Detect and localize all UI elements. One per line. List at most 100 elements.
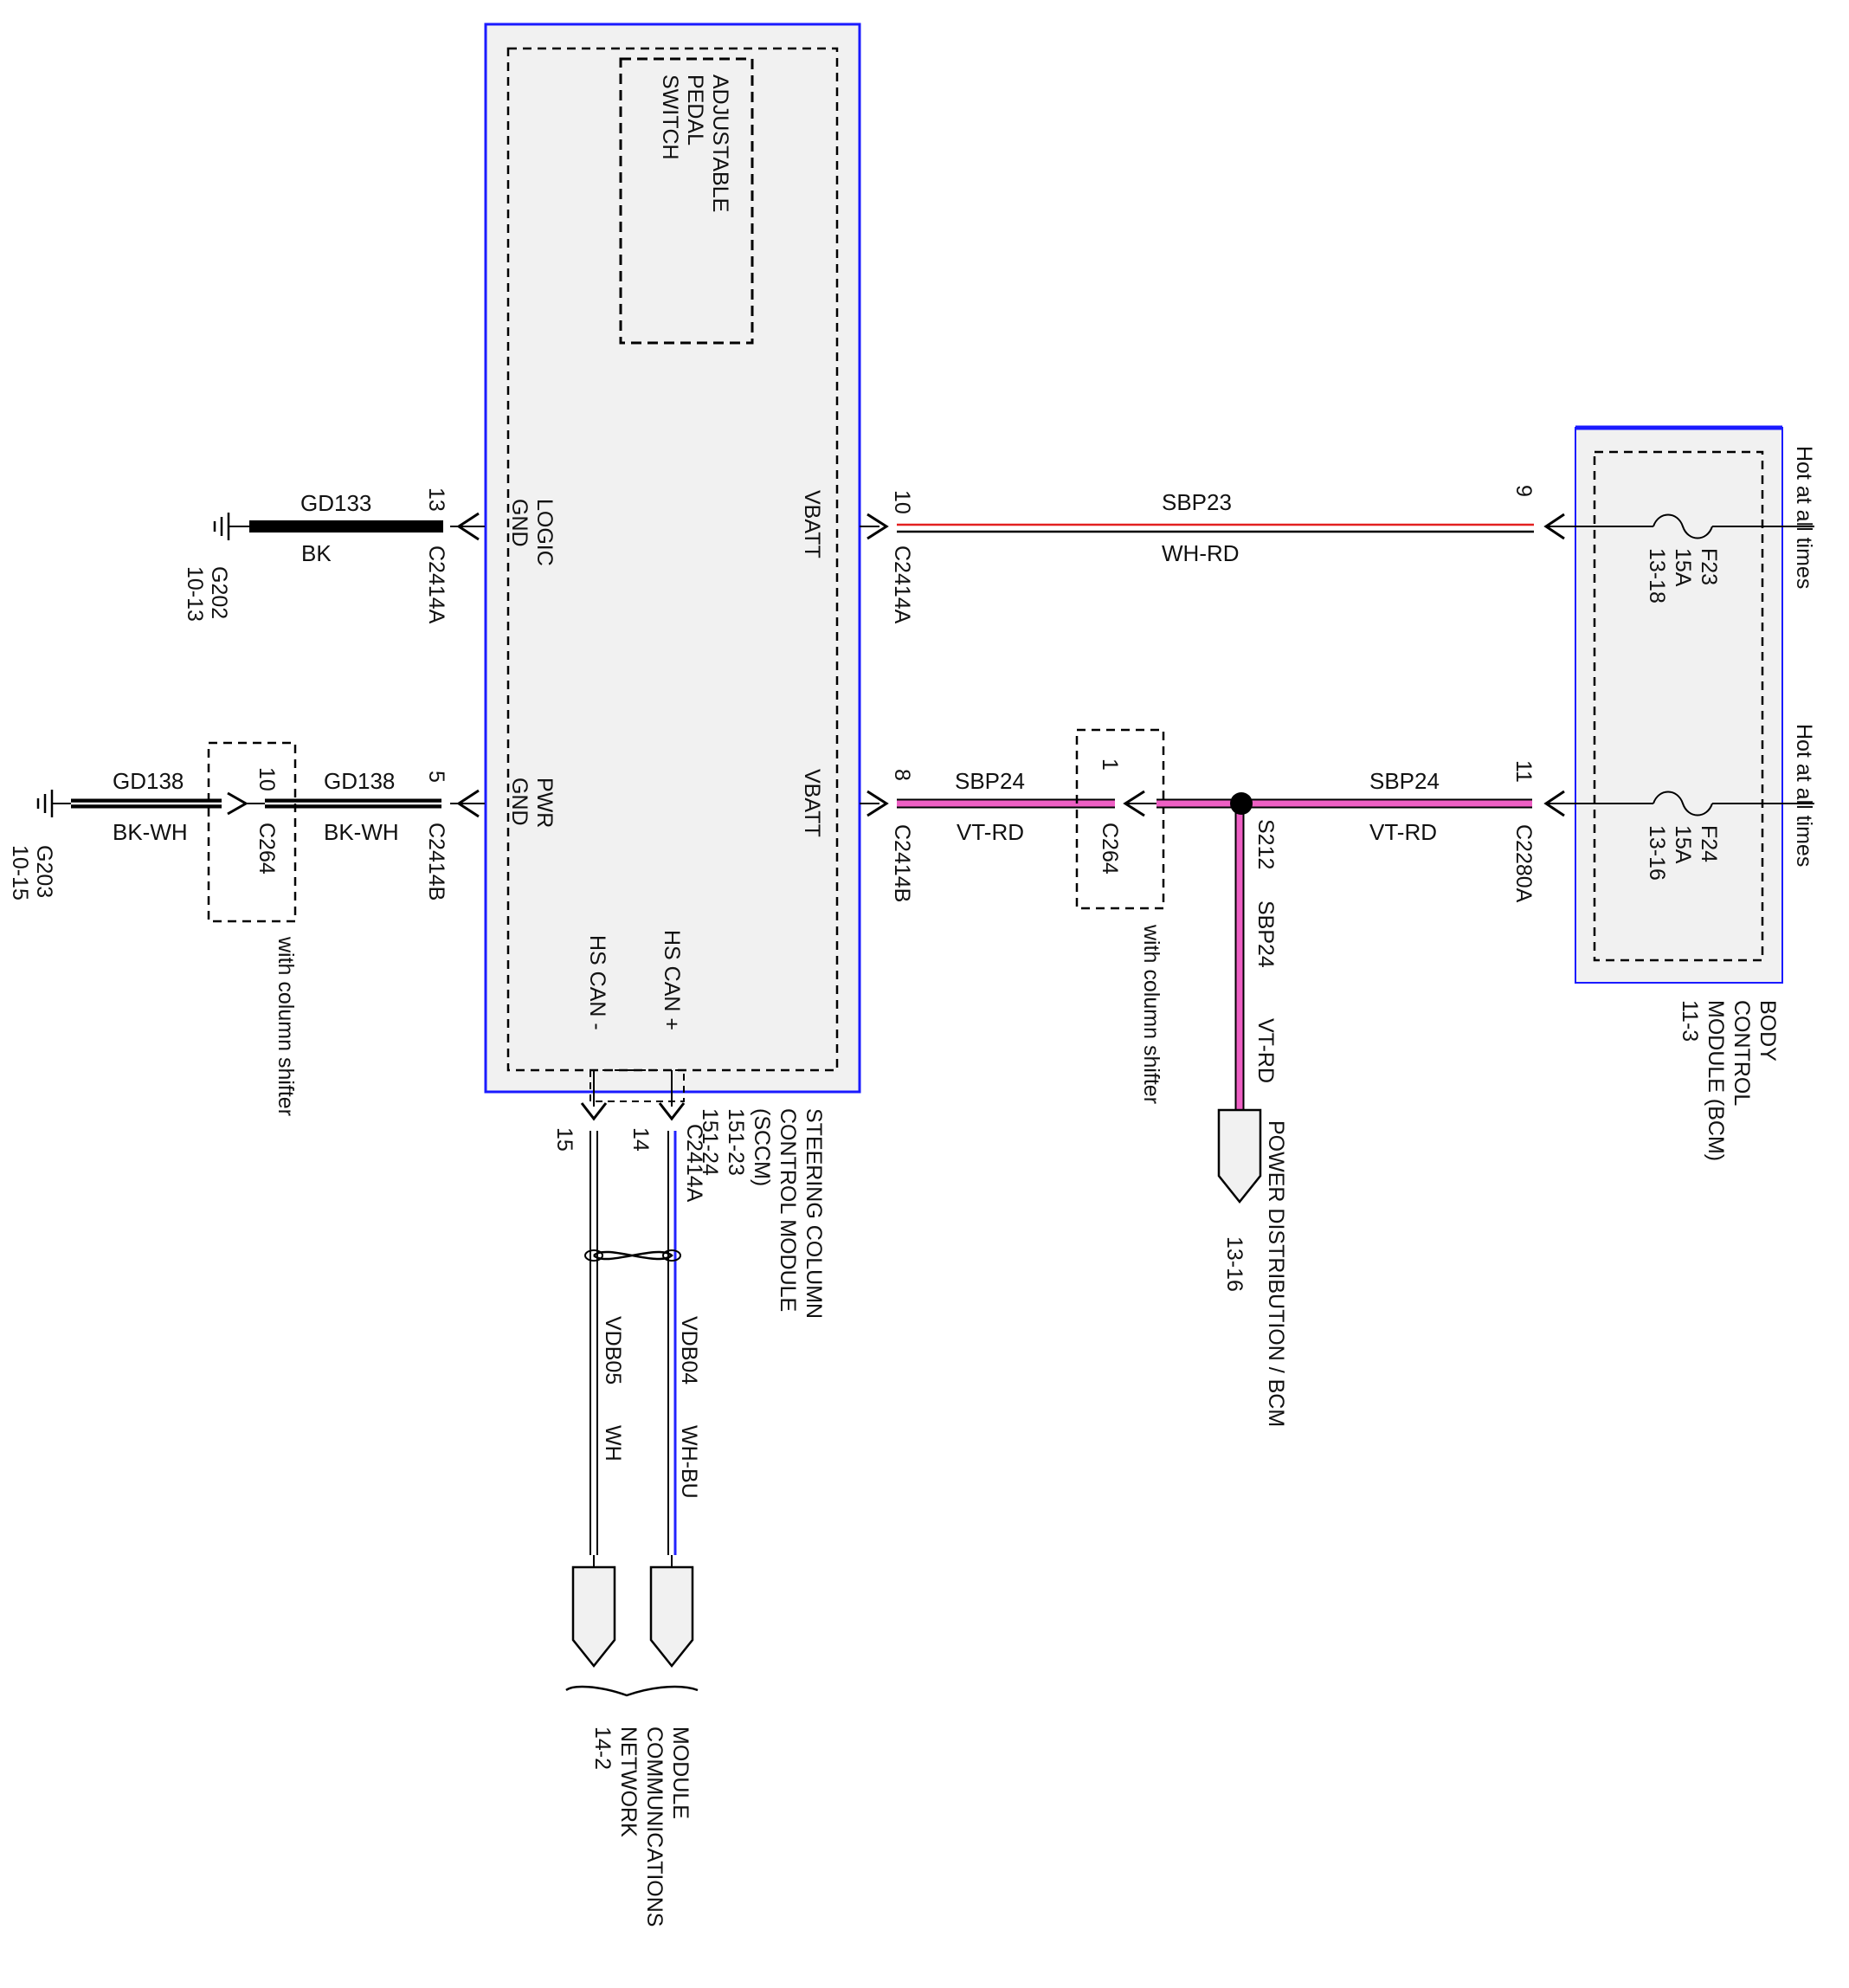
pwr-gnd-line-1: PWR (532, 778, 557, 828)
fuse-f23-line-1: F23 (1697, 548, 1721, 585)
pedal-switch-label: ADJUSTABLE PEDAL SWITCH (658, 74, 732, 212)
can-plus-pin: 14 (628, 1127, 653, 1152)
connector-arrow-icon (227, 791, 249, 816)
pwr-gnd-label: PWR GND (507, 778, 557, 828)
bcm-name-line-2: CONTROL (1730, 1000, 1754, 1106)
g202-name: G202 (207, 566, 231, 619)
sbp24-left-circuit-label: SBP24 (955, 768, 1025, 794)
connector-arrow-icon (867, 513, 889, 540)
vbatt-a-bcm-pin: 9 (1511, 485, 1536, 497)
sccm-name-label: STEERING COLUMN CONTROL MODULE (SCCM) 15… (698, 1108, 826, 1319)
bcm-module: F23 15A 13-18 F24 15A 13-16 Hot at all t… (1548, 425, 1816, 1161)
connector-arrow-icon (658, 1102, 686, 1121)
fuse-f23-icon (1653, 513, 1713, 539)
connector-arrow-icon (867, 790, 889, 817)
sbp24-right-color-label: VT-RD (1369, 819, 1437, 845)
c264-power-pin: 1 (1098, 758, 1122, 771)
sccm-name-line-3: (SCCM) (750, 1108, 774, 1186)
fuse-f24-line-2: 15A (1671, 825, 1695, 864)
logic-gnd-line-2: GND (507, 499, 532, 547)
pedal-switch-line-1: ADJUSTABLE (708, 74, 732, 212)
twisted-pair-icon (593, 1250, 673, 1261)
sbp24-left-color-label: VT-RD (957, 819, 1024, 845)
fuse-f24-label: F24 15A 13-16 (1645, 825, 1721, 881)
vbatt-a-label: VBATT (800, 490, 824, 558)
bcm-name-line-3: MODULE (BCM) (1704, 1000, 1728, 1161)
can-plus-terminal-icon (649, 1565, 694, 1668)
c264-ground-box (207, 741, 297, 923)
can-minus-label: HS CAN - (585, 935, 609, 1030)
ground-g202-icon (213, 513, 230, 540)
can-minus-pin: 15 (552, 1127, 577, 1152)
pedal-switch-box (619, 57, 754, 345)
vbatt-b-bcm-pin: 11 (1511, 760, 1536, 783)
splice-s212-label: S212 (1253, 819, 1278, 869)
g202-ref: 10-13 (183, 566, 207, 622)
vbatt-a-sccm-connector: C2414A (890, 545, 914, 624)
sbp23-circuit-label: SBP23 (1162, 489, 1232, 515)
vbatt-b-bcm-connector: C2280A (1511, 824, 1536, 903)
fuse-f23-label: F23 15A 13-18 (1645, 548, 1721, 604)
network-brace-icon (565, 1685, 699, 1697)
pedal-switch-line-2: PEDAL (683, 74, 707, 145)
can-connector-label: C2414A (682, 1124, 706, 1203)
can-plus-label: HS CAN + (660, 930, 684, 1030)
vbatt-b-sccm-pin: 8 (890, 769, 914, 781)
gd138-circuit-label-right: GD138 (324, 768, 395, 794)
c264-ground-connector: C264 (254, 823, 279, 875)
gd138-circuit-label-left: GD138 (113, 768, 184, 794)
sbp24-right-circuit-label: SBP24 (1369, 768, 1440, 794)
fuse-f23-line-2: 15A (1671, 548, 1695, 587)
c264-ground-note: with column shifter (274, 936, 298, 1116)
network-name-label: MODULE COMMUNICATIONS NETWORK 14-2 (590, 1727, 693, 1927)
logic-gnd-label: LOGIC GND (507, 499, 557, 566)
g203-ref: 10-15 (8, 845, 32, 900)
logic-gnd-pin: 13 (424, 487, 448, 512)
sccm-outline (484, 23, 861, 1094)
vbatt-b-circuit: SBP24 VT-RD SBP24 VT-RD 8 C2414B 1 C264 … (860, 728, 1575, 1427)
can-minus-terminal-icon (571, 1565, 616, 1668)
can-connector-box (589, 1069, 685, 1102)
vbatt-b-label: VBATT (800, 769, 824, 837)
hot-at-all-times-a: Hot at all times (1792, 446, 1816, 589)
gd133-color-label: BK (301, 540, 332, 566)
g203-label: G203 10-15 (8, 845, 56, 900)
c264-power-box (1075, 728, 1165, 910)
bcm-name-line-4: 11-3 (1678, 1000, 1702, 1042)
power-distribution-terminal-icon (1217, 1108, 1262, 1204)
sccm-inner-dashed (506, 47, 839, 1072)
ground-g203-icon (36, 790, 54, 817)
sccm-name-line-2: CONTROL MODULE (776, 1108, 800, 1312)
sccm-name-line-5: 151-24 (698, 1108, 722, 1176)
network-name-line-3: NETWORK (616, 1727, 641, 1837)
logic-gnd-line-1: LOGIC (532, 499, 557, 566)
pwr-gnd-connector: C2414B (424, 823, 448, 900)
c264-power-note: with column shifter (1139, 924, 1163, 1104)
power-ground-circuit: GD138 BK-WH GD138 BK-WH 5 C2414B 10 C264… (8, 741, 485, 1116)
bcm-outline (1575, 427, 1783, 984)
gd138-color-label-right: BK-WH (324, 819, 399, 845)
c264-ground-pin: 10 (254, 767, 279, 791)
pedal-switch-line-3: SWITCH (658, 74, 682, 160)
vdb04-color-label: WH-BU (677, 1425, 701, 1499)
sbp24-branch-circuit-label: SBP24 (1253, 900, 1278, 968)
fuse-f24-icon (1653, 791, 1713, 816)
power-distribution-ref: 13-16 (1222, 1236, 1247, 1292)
fuse-f24-line-3: 13-16 (1645, 825, 1669, 881)
vbatt-a-sccm-pin: 10 (890, 490, 914, 514)
power-distribution-label: POWER DISTRIBUTION / BCM (1264, 1120, 1288, 1427)
bcm-name-label: BODY CONTROL MODULE (BCM) 11-3 (1678, 1000, 1780, 1161)
g202-label: G202 10-13 (183, 566, 231, 622)
c264-power-connector: C264 (1098, 823, 1122, 875)
hot-at-all-times-b: Hot at all times (1792, 724, 1816, 867)
vbatt-a-circuit: SBP23 WH-RD 10 C2414A 9 (860, 485, 1575, 624)
sccm-module: ADJUSTABLE PEDAL SWITCH LOGIC GND PWR GN… (484, 23, 861, 1319)
fuse-f23-line-3: 13-18 (1645, 548, 1669, 604)
vdb04-circuit-label: VDB04 (677, 1316, 701, 1384)
sbp23-color-label: WH-RD (1162, 540, 1240, 566)
connector-arrow-icon (580, 1102, 608, 1121)
vdb05-color-label: WH (601, 1425, 625, 1462)
sccm-name-line-4: 151-23 (724, 1108, 748, 1176)
fuse-f24-line-1: F24 (1697, 825, 1721, 862)
